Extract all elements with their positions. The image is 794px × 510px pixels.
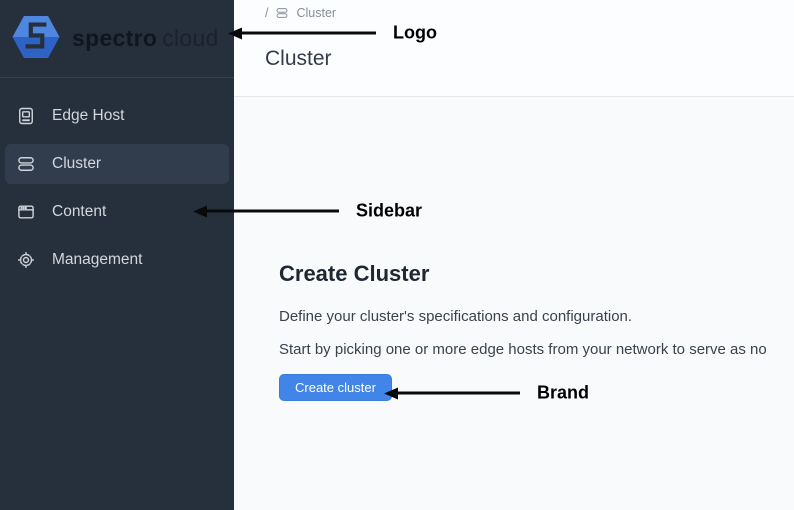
create-cluster-section: Create Cluster Define your cluster's spe… [234, 97, 794, 401]
brand-name-primary: spectro [72, 25, 158, 51]
main-area: / Cluster Cluster Create Cluster Define … [234, 0, 794, 510]
cluster-icon [277, 8, 288, 18]
section-heading: Create Cluster [279, 261, 430, 286]
page-title: Cluster [265, 47, 332, 70]
edge-host-icon [16, 106, 36, 126]
brand-name-secondary: cloud [162, 25, 219, 51]
sidebar-item-label: Edge Host [52, 107, 125, 124]
page-header: / Cluster Cluster [234, 0, 794, 97]
breadcrumb[interactable]: / Cluster [265, 6, 794, 20]
sidebar-item-label: Cluster [52, 155, 102, 172]
cluster-icon [16, 154, 36, 174]
content-area: Create Cluster Define your cluster's spe… [234, 97, 794, 510]
sidebar-item-label: Content [52, 203, 107, 220]
sidebar-item-cluster[interactable]: Cluster [5, 144, 229, 184]
create-cluster-button[interactable]: Create cluster [279, 374, 392, 401]
breadcrumb-separator: / [265, 6, 269, 20]
section-instruction: Start by picking one or more edge hosts … [279, 341, 767, 358]
sidebar-item-label: Management [52, 251, 143, 268]
section-description: Define your cluster's specifications and… [279, 308, 633, 325]
sidebar-item-management[interactable]: Management [5, 240, 229, 280]
sidebar-item-edge-host[interactable]: Edge Host [5, 96, 229, 136]
management-icon [16, 250, 36, 270]
sidebar-nav: Edge Host Cluster [0, 78, 234, 280]
breadcrumb-item[interactable]: Cluster [296, 6, 337, 20]
content-icon [16, 202, 36, 222]
spectro-cloud-logo-icon [10, 11, 62, 67]
sidebar-item-content[interactable]: Content [5, 192, 229, 232]
